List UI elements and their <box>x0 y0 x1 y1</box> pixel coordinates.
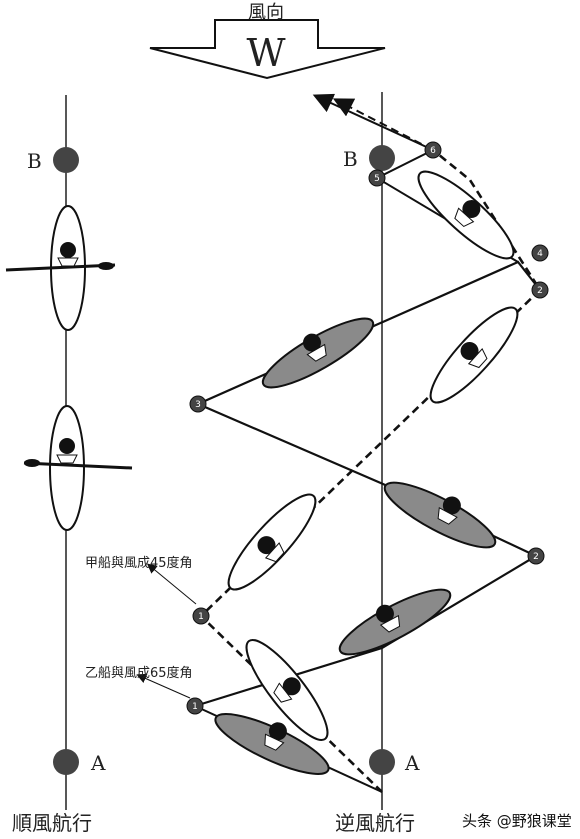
point-b-left-label: B <box>27 149 42 173</box>
svg-text:5: 5 <box>374 174 380 184</box>
annotation-pointer-boat-b <box>136 673 191 699</box>
marker-6: 6 <box>424 141 442 159</box>
point-b-right <box>369 145 395 171</box>
svg-text:2: 2 <box>533 552 539 562</box>
wind-title: 風向 <box>248 2 284 23</box>
point-a-left <box>53 749 79 775</box>
svg-text:1: 1 <box>198 612 204 622</box>
boat-gray-4 <box>261 317 375 389</box>
marker-1-lower: 1 <box>186 697 204 715</box>
boat-gray-1 <box>214 713 330 775</box>
marker-4: 4 <box>531 244 549 262</box>
marker-1-upper: 1 <box>192 607 210 625</box>
boat-white-4 <box>417 170 515 260</box>
path-segment-5-6 <box>376 149 434 179</box>
canoe-downwind-top <box>5 205 116 331</box>
annotation-boat-b: 乙船與風成65度角 <box>85 665 193 681</box>
annotation-pointer-boat-a <box>146 563 197 605</box>
point-a-left-label: A <box>90 751 106 775</box>
marker-2-upper: 2 <box>531 281 549 299</box>
wind-letter: W <box>246 31 285 75</box>
svg-text:4: 4 <box>537 249 543 259</box>
boat-white-3 <box>429 306 519 404</box>
point-b-right-label: B <box>343 147 358 171</box>
svg-text:6: 6 <box>430 146 436 156</box>
marker-5: 5 <box>368 169 386 187</box>
marker-2-lower: 2 <box>527 547 545 565</box>
svg-text:1: 1 <box>192 702 198 712</box>
boat-white-2 <box>227 493 317 591</box>
point-a-right <box>369 749 395 775</box>
boat-gray-2 <box>338 588 452 656</box>
canoe-downwind-bottom <box>23 405 133 531</box>
annotation-boat-a: 甲船與風成45度角 <box>85 555 193 571</box>
point-a-right-label: A <box>404 751 420 775</box>
svg-text:2: 2 <box>537 286 543 296</box>
marker-3: 3 <box>189 395 207 413</box>
boat-gray-3 <box>383 481 497 549</box>
caption-downwind: 順風航行 <box>12 811 92 835</box>
caption-upwind: 逆風航行 <box>335 811 415 835</box>
svg-text:3: 3 <box>195 400 201 410</box>
path-a-final-arrow <box>332 98 434 151</box>
boat-white-1 <box>245 639 329 741</box>
wind-direction-arrow: 風向 W <box>149 2 386 80</box>
watermark: 头条 @野狼课堂 <box>462 812 572 830</box>
point-b-left <box>53 147 79 173</box>
